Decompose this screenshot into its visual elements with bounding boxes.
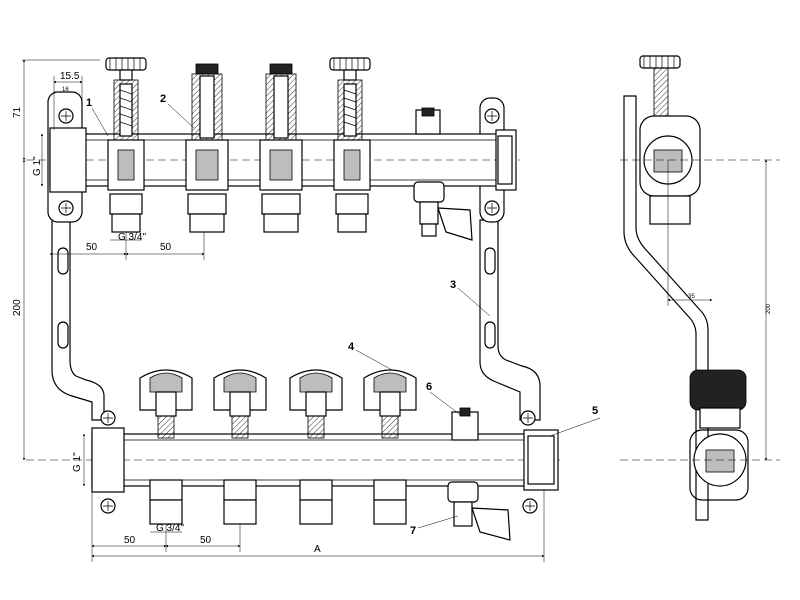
- dim-50-bottom-b: 50: [200, 535, 212, 546]
- dim-50-bottom-a: 50: [124, 535, 136, 546]
- dim-g1-bottom: G 1": [72, 452, 83, 472]
- callout-1: 1: [86, 97, 92, 109]
- callout-2: 2: [160, 93, 166, 105]
- callout-4: 4: [348, 341, 355, 353]
- dim-side-35: 35: [688, 294, 695, 300]
- dim-side-200: 200: [766, 303, 772, 314]
- top-flow-valves: [105, 57, 473, 241]
- bottom-valve-3: [289, 369, 343, 525]
- top-valve-1: [105, 57, 147, 233]
- callout-3: 3: [450, 279, 456, 291]
- dim-16: 16: [62, 87, 69, 93]
- dim-71: 71: [12, 106, 23, 118]
- dimension-lines: [22, 59, 768, 562]
- bottom-air-vent: [447, 407, 511, 541]
- side-view: [620, 55, 780, 521]
- top-valve-3: [259, 63, 303, 233]
- bottom-valve-4: [363, 369, 417, 525]
- dim-g34-top: G 3/4": [118, 232, 146, 243]
- dim-15-5: 15.5: [60, 71, 80, 82]
- dim-g1-top: G 1": [32, 156, 43, 176]
- callout-5: 5: [592, 405, 598, 417]
- bottom-valve-1: [139, 369, 193, 525]
- bottom-manifold: [26, 410, 560, 514]
- dim-50-top-b: 50: [160, 242, 172, 253]
- callout-7: 7: [410, 525, 416, 537]
- top-valve-2: [185, 63, 229, 233]
- top-air-vent: [413, 107, 473, 241]
- dim-50-top-a: 50: [86, 242, 98, 253]
- top-valve-4: [329, 57, 371, 233]
- callout-6: 6: [426, 381, 432, 393]
- bottom-valve-2: [213, 369, 267, 525]
- dim-g34-bottom: G 3/4": [156, 523, 184, 534]
- bottom-valves: [139, 369, 511, 541]
- dim-200: 200: [12, 299, 23, 316]
- dim-a: A: [314, 544, 321, 555]
